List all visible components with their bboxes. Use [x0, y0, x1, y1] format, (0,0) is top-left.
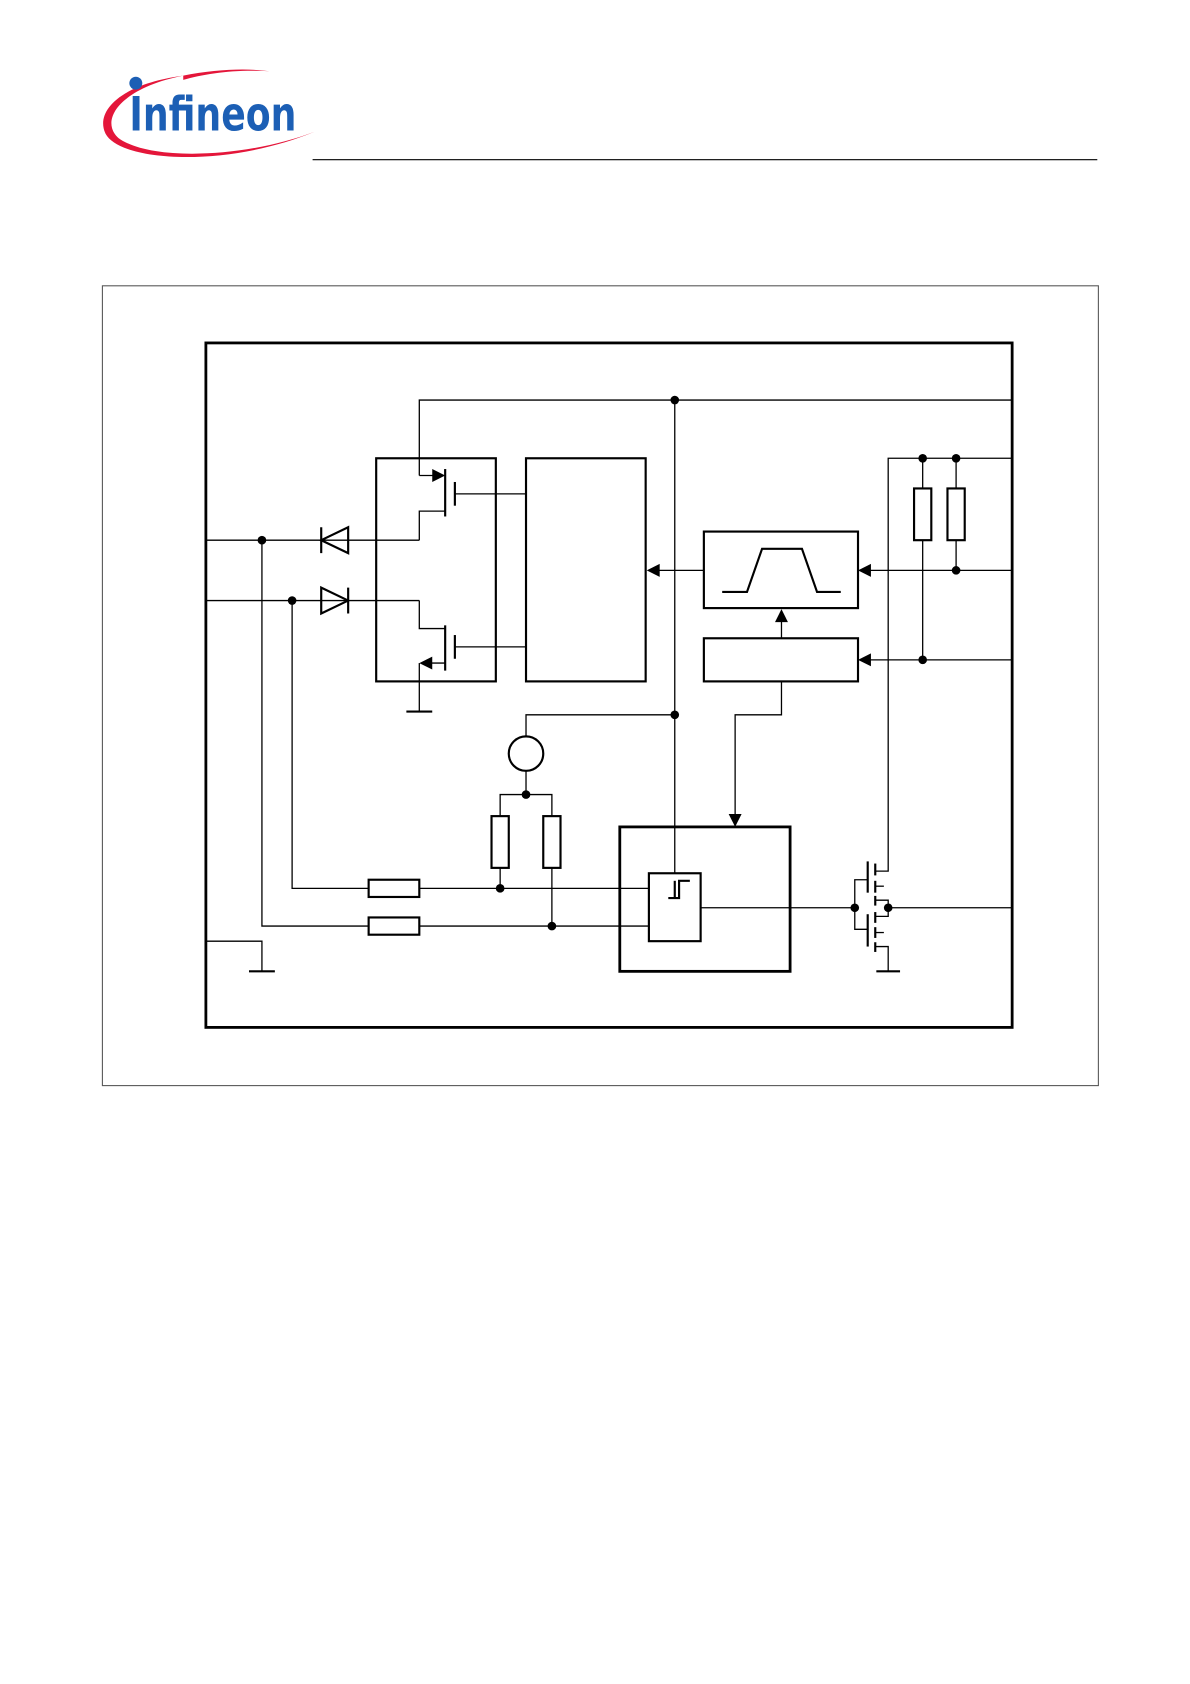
arrow-icon: [728, 813, 742, 827]
logo-text: Infineon: [129, 88, 296, 143]
resistor-icon: [367, 878, 421, 899]
waveform-icon: [722, 547, 841, 594]
receiver-inputs: [261, 540, 649, 936]
mode-control-block: [702, 637, 860, 683]
current-source-icon: [507, 735, 545, 772]
high-side-transistor: [418, 469, 527, 541]
arrow-icon: [858, 653, 871, 667]
output-inverter: [850, 861, 1013, 973]
hysteresis-icon: [668, 879, 690, 900]
diode-icon: [318, 525, 350, 555]
bus-line-high: [205, 525, 420, 555]
resistor-icon: [367, 916, 421, 936]
resistor-icon: [490, 815, 510, 869]
bus-line-low: [205, 585, 420, 616]
arrow-icon: [646, 563, 660, 577]
logic-block: [524, 457, 647, 683]
pullup-network: [858, 453, 1013, 872]
receiver-block: [618, 825, 792, 973]
schmitt-trigger: [647, 872, 855, 943]
arrow-icon: [775, 609, 788, 623]
supply-rail: [418, 395, 1013, 874]
low-side-transistor: [406, 600, 527, 713]
slope-control-block: [702, 530, 860, 610]
resistor-icon: [542, 815, 562, 869]
bias-network: [490, 710, 680, 931]
block-diagram: [204, 341, 1014, 1029]
infineon-logo: Infineon: [103, 69, 315, 158]
diode-icon: [320, 585, 351, 616]
resistor-icon: [912, 487, 933, 542]
arrow-icon: [858, 563, 871, 577]
ground-pin: [205, 940, 275, 973]
figure-frame: [101, 285, 1099, 1087]
chip-outline: [204, 341, 1014, 1029]
resistor-icon: [946, 487, 966, 542]
output-stage-box: [375, 457, 497, 683]
